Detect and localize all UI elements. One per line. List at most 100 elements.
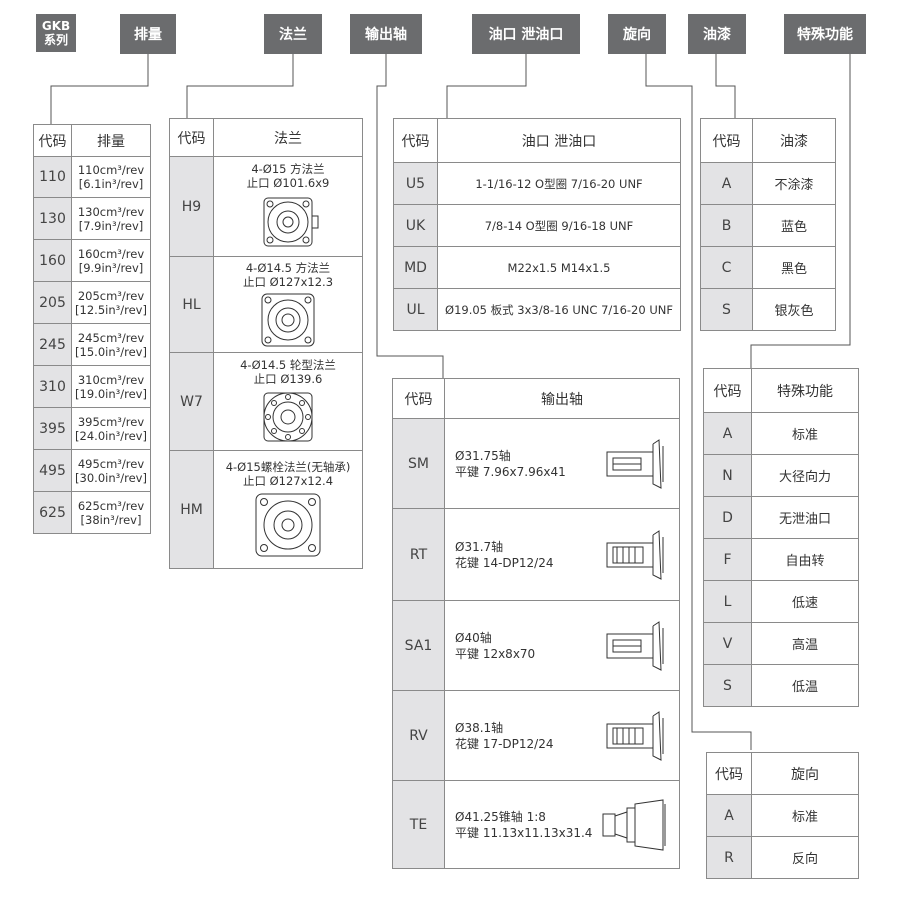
value-cell: 蓝色	[752, 204, 836, 247]
value-cell: 4-Ø14.5 方法兰 止口 Ø127x12.3	[213, 256, 363, 353]
code-cell: MD	[393, 246, 438, 289]
code-cell: RV	[392, 690, 445, 781]
metric-text: 310cm³/rev	[77, 372, 145, 387]
code-cell: 110	[33, 156, 72, 198]
shaft-spline-icon	[606, 710, 664, 761]
series-tag-line1: GKB	[41, 19, 71, 33]
code-cell: UL	[393, 288, 438, 331]
code-cell: L	[703, 580, 752, 623]
value-cell: M22x1.5 M14x1.5	[437, 246, 681, 289]
value-cell: 自由转	[751, 538, 859, 581]
value-cell: 395cm³/rev[24.0in³/rev]	[71, 407, 151, 450]
code-cell: D	[703, 496, 752, 539]
flange-spec-line1: 4-Ø14.5 方法兰	[245, 260, 331, 275]
displacement-tag: 排量	[120, 14, 176, 54]
metric-text: 160cm³/rev	[77, 246, 145, 261]
flange-tag: 法兰	[264, 14, 322, 54]
code-cell: TE	[392, 780, 445, 869]
flange-table: 代码 法兰 H9 4-Ø15 方法兰 止口 Ø101.6x9 HL	[169, 118, 363, 569]
value-cell: Ø19.05 板式 3x3/8-16 UNC 7/16-20 UNF	[437, 288, 681, 331]
ports-tag: 油口 泄油口	[472, 14, 580, 54]
table-row: UL Ø19.05 板式 3x3/8-16 UNC 7/16-20 UNF	[393, 288, 681, 331]
value-cell: 4-Ø15 方法兰 止口 Ø101.6x9	[213, 156, 363, 257]
value-cell: 大径向力	[751, 454, 859, 497]
value-cell: 130cm³/rev[7.9in³/rev]	[71, 197, 151, 240]
code-cell: 495	[33, 449, 72, 492]
shaft-spline-icon	[606, 529, 664, 580]
table-row: 395 395cm³/rev[24.0in³/rev]	[33, 407, 151, 450]
col-header-displacement: 排量	[71, 124, 151, 157]
code-cell: HM	[169, 450, 214, 569]
code-cell: SM	[392, 418, 445, 509]
shaft-taper-icon	[602, 798, 666, 851]
table-row: 205 205cm³/rev[12.5in³/rev]	[33, 281, 151, 324]
special-tag: 特殊功能	[784, 14, 866, 54]
value-cell: 245cm³/rev[15.0in³/rev]	[71, 323, 151, 366]
series-tag: GKB 系列	[36, 14, 76, 52]
table-row: UK 7/8-14 O型圈 9/16-18 UNF	[393, 204, 681, 247]
value-cell: 4-Ø15螺栓法兰(无轴承) 止口 Ø127x12.4	[213, 450, 363, 569]
table-row: RT Ø31.7轴 花键 14-DP12/24	[392, 508, 680, 601]
table-row: F 自由转	[703, 538, 859, 581]
table-row: V 高温	[703, 622, 859, 665]
code-cell: SA1	[392, 600, 445, 691]
shaft-table: 代码 输出轴 SM Ø31.75轴 平键 7.96x7.96x41	[392, 378, 680, 869]
col-header-code: 代码	[393, 118, 438, 163]
col-header-code: 代码	[703, 368, 752, 413]
shaft-spec-line2: 花键 14-DP12/24	[455, 555, 554, 570]
flange-spec-line2: 止口 Ø127x12.4	[242, 473, 334, 488]
metric-text: 495cm³/rev	[77, 456, 145, 471]
table-row: U5 1-1/16-12 O型圈 7/16-20 UNF	[393, 162, 681, 205]
code-cell: C	[700, 246, 753, 289]
value-cell: Ø40轴 平键 12x8x70	[444, 600, 680, 691]
metric-text: 205cm³/rev	[77, 288, 145, 303]
flange-spec-line1: 4-Ø14.5 轮型法兰	[240, 357, 336, 372]
imperial-text: [19.0in³/rev]	[75, 386, 147, 401]
code-cell: F	[703, 538, 752, 581]
code-cell: 395	[33, 407, 72, 450]
col-header-code: 代码	[392, 378, 445, 419]
table-row: C 黑色	[700, 246, 836, 289]
imperial-text: [24.0in³/rev]	[75, 428, 147, 443]
table-row: A 标准	[706, 794, 859, 837]
shaft-spec-line1: Ø41.25锥轴 1:8	[455, 809, 546, 824]
code-cell: 160	[33, 239, 72, 282]
shaft-spec-line2: 平键 12x8x70	[455, 646, 536, 661]
shaft-spec-line1: Ø40轴	[455, 630, 492, 645]
table-row: S 银灰色	[700, 288, 836, 331]
table-row: MD M22x1.5 M14x1.5	[393, 246, 681, 289]
value-cell: 黑色	[752, 246, 836, 289]
code-cell: 130	[33, 197, 72, 240]
table-row: TE Ø41.25锥轴 1:8 平键 11.13x11.13x31.4	[392, 780, 680, 869]
metric-text: 625cm³/rev	[77, 498, 145, 513]
flange-spec-line2: 止口 Ø139.6	[253, 371, 323, 386]
imperial-text: [9.9in³/rev]	[78, 260, 144, 275]
table-row: 130 130cm³/rev[7.9in³/rev]	[33, 197, 151, 240]
metric-text: 245cm³/rev	[77, 330, 145, 345]
value-cell: 高温	[751, 622, 859, 665]
value-cell: Ø38.1轴 花键 17-DP12/24	[444, 690, 680, 781]
value-cell: Ø31.7轴 花键 14-DP12/24	[444, 508, 680, 601]
shaft-spec-line1: Ø38.1轴	[455, 720, 504, 735]
value-cell: 4-Ø14.5 轮型法兰 止口 Ø139.6	[213, 352, 363, 451]
imperial-text: [7.9in³/rev]	[78, 218, 144, 233]
table-row: 495 495cm³/rev[30.0in³/rev]	[33, 449, 151, 492]
code-cell: B	[700, 204, 753, 247]
shaft-tag: 输出轴	[350, 14, 422, 54]
table-row: HL 4-Ø14.5 方法兰 止口 Ø127x12.3	[169, 256, 363, 353]
series-tag-line2: 系列	[43, 33, 68, 47]
value-cell: 110cm³/rev[6.1in³/rev]	[71, 156, 151, 198]
table-row: 160 160cm³/rev[9.9in³/rev]	[33, 239, 151, 282]
imperial-text: [15.0in³/rev]	[75, 344, 147, 359]
table-row: A 不涂漆	[700, 162, 836, 205]
rotation-tag: 旋向	[608, 14, 666, 54]
code-cell: W7	[169, 352, 214, 451]
code-cell: 205	[33, 281, 72, 324]
table-row: HM 4-Ø15螺栓法兰(无轴承) 止口 Ø127x12.4	[169, 450, 363, 569]
value-cell: 无泄油口	[751, 496, 859, 539]
table-row: R 反向	[706, 836, 859, 879]
special-table: 代码 特殊功能 A 标准 N 大径向力 D 无泄油口 F 自由转 L 低速 V …	[703, 368, 859, 707]
col-header-code: 代码	[700, 118, 753, 163]
shaft-spec-line2: 花键 17-DP12/24	[455, 736, 554, 751]
